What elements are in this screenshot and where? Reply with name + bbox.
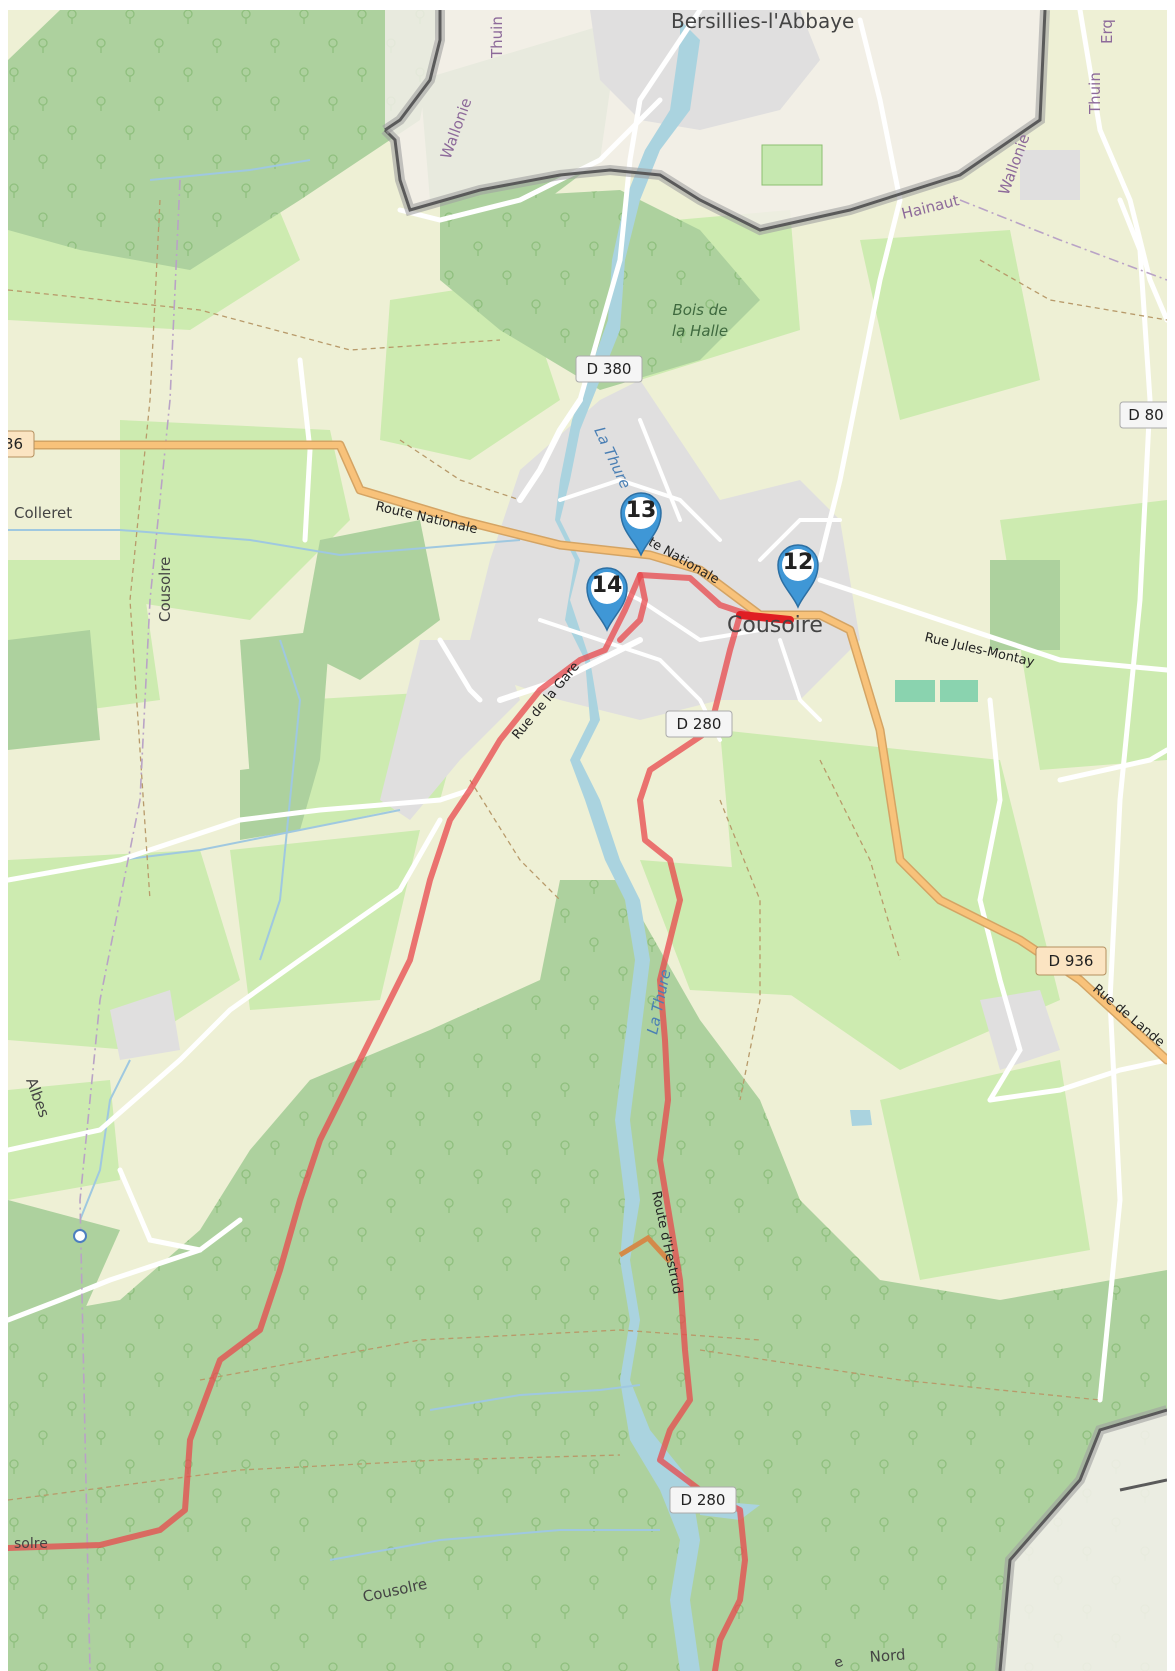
admin-boundaries <box>79 179 1167 1671</box>
minor-roads <box>8 10 1167 1403</box>
wood-label-line1: Bois de <box>673 301 728 319</box>
border-label-thuin-2: Thuin <box>1086 72 1104 115</box>
shield-d380: D 380 <box>575 355 643 383</box>
shield-d936: D 936 <box>1035 946 1107 976</box>
route-marker-13[interactable]: 13 <box>617 489 665 557</box>
sports-pitch <box>940 680 978 702</box>
route-marker-number: 14 <box>591 573 623 598</box>
place-label-nord: Nord <box>869 1646 906 1666</box>
shield-d80: D 80 <box>1119 401 1167 429</box>
route-marker-12[interactable]: 12 <box>774 541 822 609</box>
cemetery <box>761 144 823 186</box>
map-pin-icon <box>777 544 819 609</box>
map-layers: Bersillies-l'Abbaye Cousoire Colleret Co… <box>4 9 1167 1671</box>
direction-arrow-icon <box>618 1234 672 1264</box>
place-label-solre: solre <box>14 1536 48 1552</box>
svg-text:D 380: D 380 <box>587 360 632 378</box>
route-marker-number: 12 <box>782 550 814 575</box>
main-roads <box>8 397 1167 1065</box>
svg-text:D 280: D 280 <box>681 1491 726 1509</box>
border-label-erq: Erq <box>1098 19 1116 44</box>
map-pin-icon <box>620 492 662 557</box>
shield-d280-town: D 280 <box>665 710 733 738</box>
svg-text:D 280: D 280 <box>677 715 722 733</box>
road-shields: D 380 D 80 D 280 D 280 D 936 36 <box>4 355 1167 1514</box>
route-marker-14[interactable]: 14 <box>583 564 631 632</box>
place-label-colleret: Colleret <box>14 504 72 522</box>
border-line <box>381 10 1167 1671</box>
svg-text:D 936: D 936 <box>1049 952 1094 970</box>
border-label-thuin-1: Thuin <box>488 16 506 59</box>
shield-cut-36: 36 <box>4 430 35 458</box>
streams <box>8 159 660 1561</box>
wood-label-line2: la Halle <box>672 322 728 340</box>
svg-text:D 80: D 80 <box>1128 406 1163 424</box>
poi-point-icon[interactable] <box>73 1229 87 1243</box>
shield-d280-south: D 280 <box>669 1486 737 1514</box>
tracks <box>8 199 1167 1501</box>
place-label-cousoire: Cousoire <box>727 613 823 638</box>
route-marker-number: 13 <box>625 498 657 523</box>
place-label-bersillies: Bersillies-l'Abbaye <box>671 9 854 33</box>
map-pin-icon <box>586 567 628 632</box>
svg-text:36: 36 <box>4 435 23 453</box>
place-label-cousolre-west: Cousolre <box>156 557 174 622</box>
forest-tree-symbols <box>8 10 1167 1671</box>
sports-pitch <box>895 680 935 702</box>
